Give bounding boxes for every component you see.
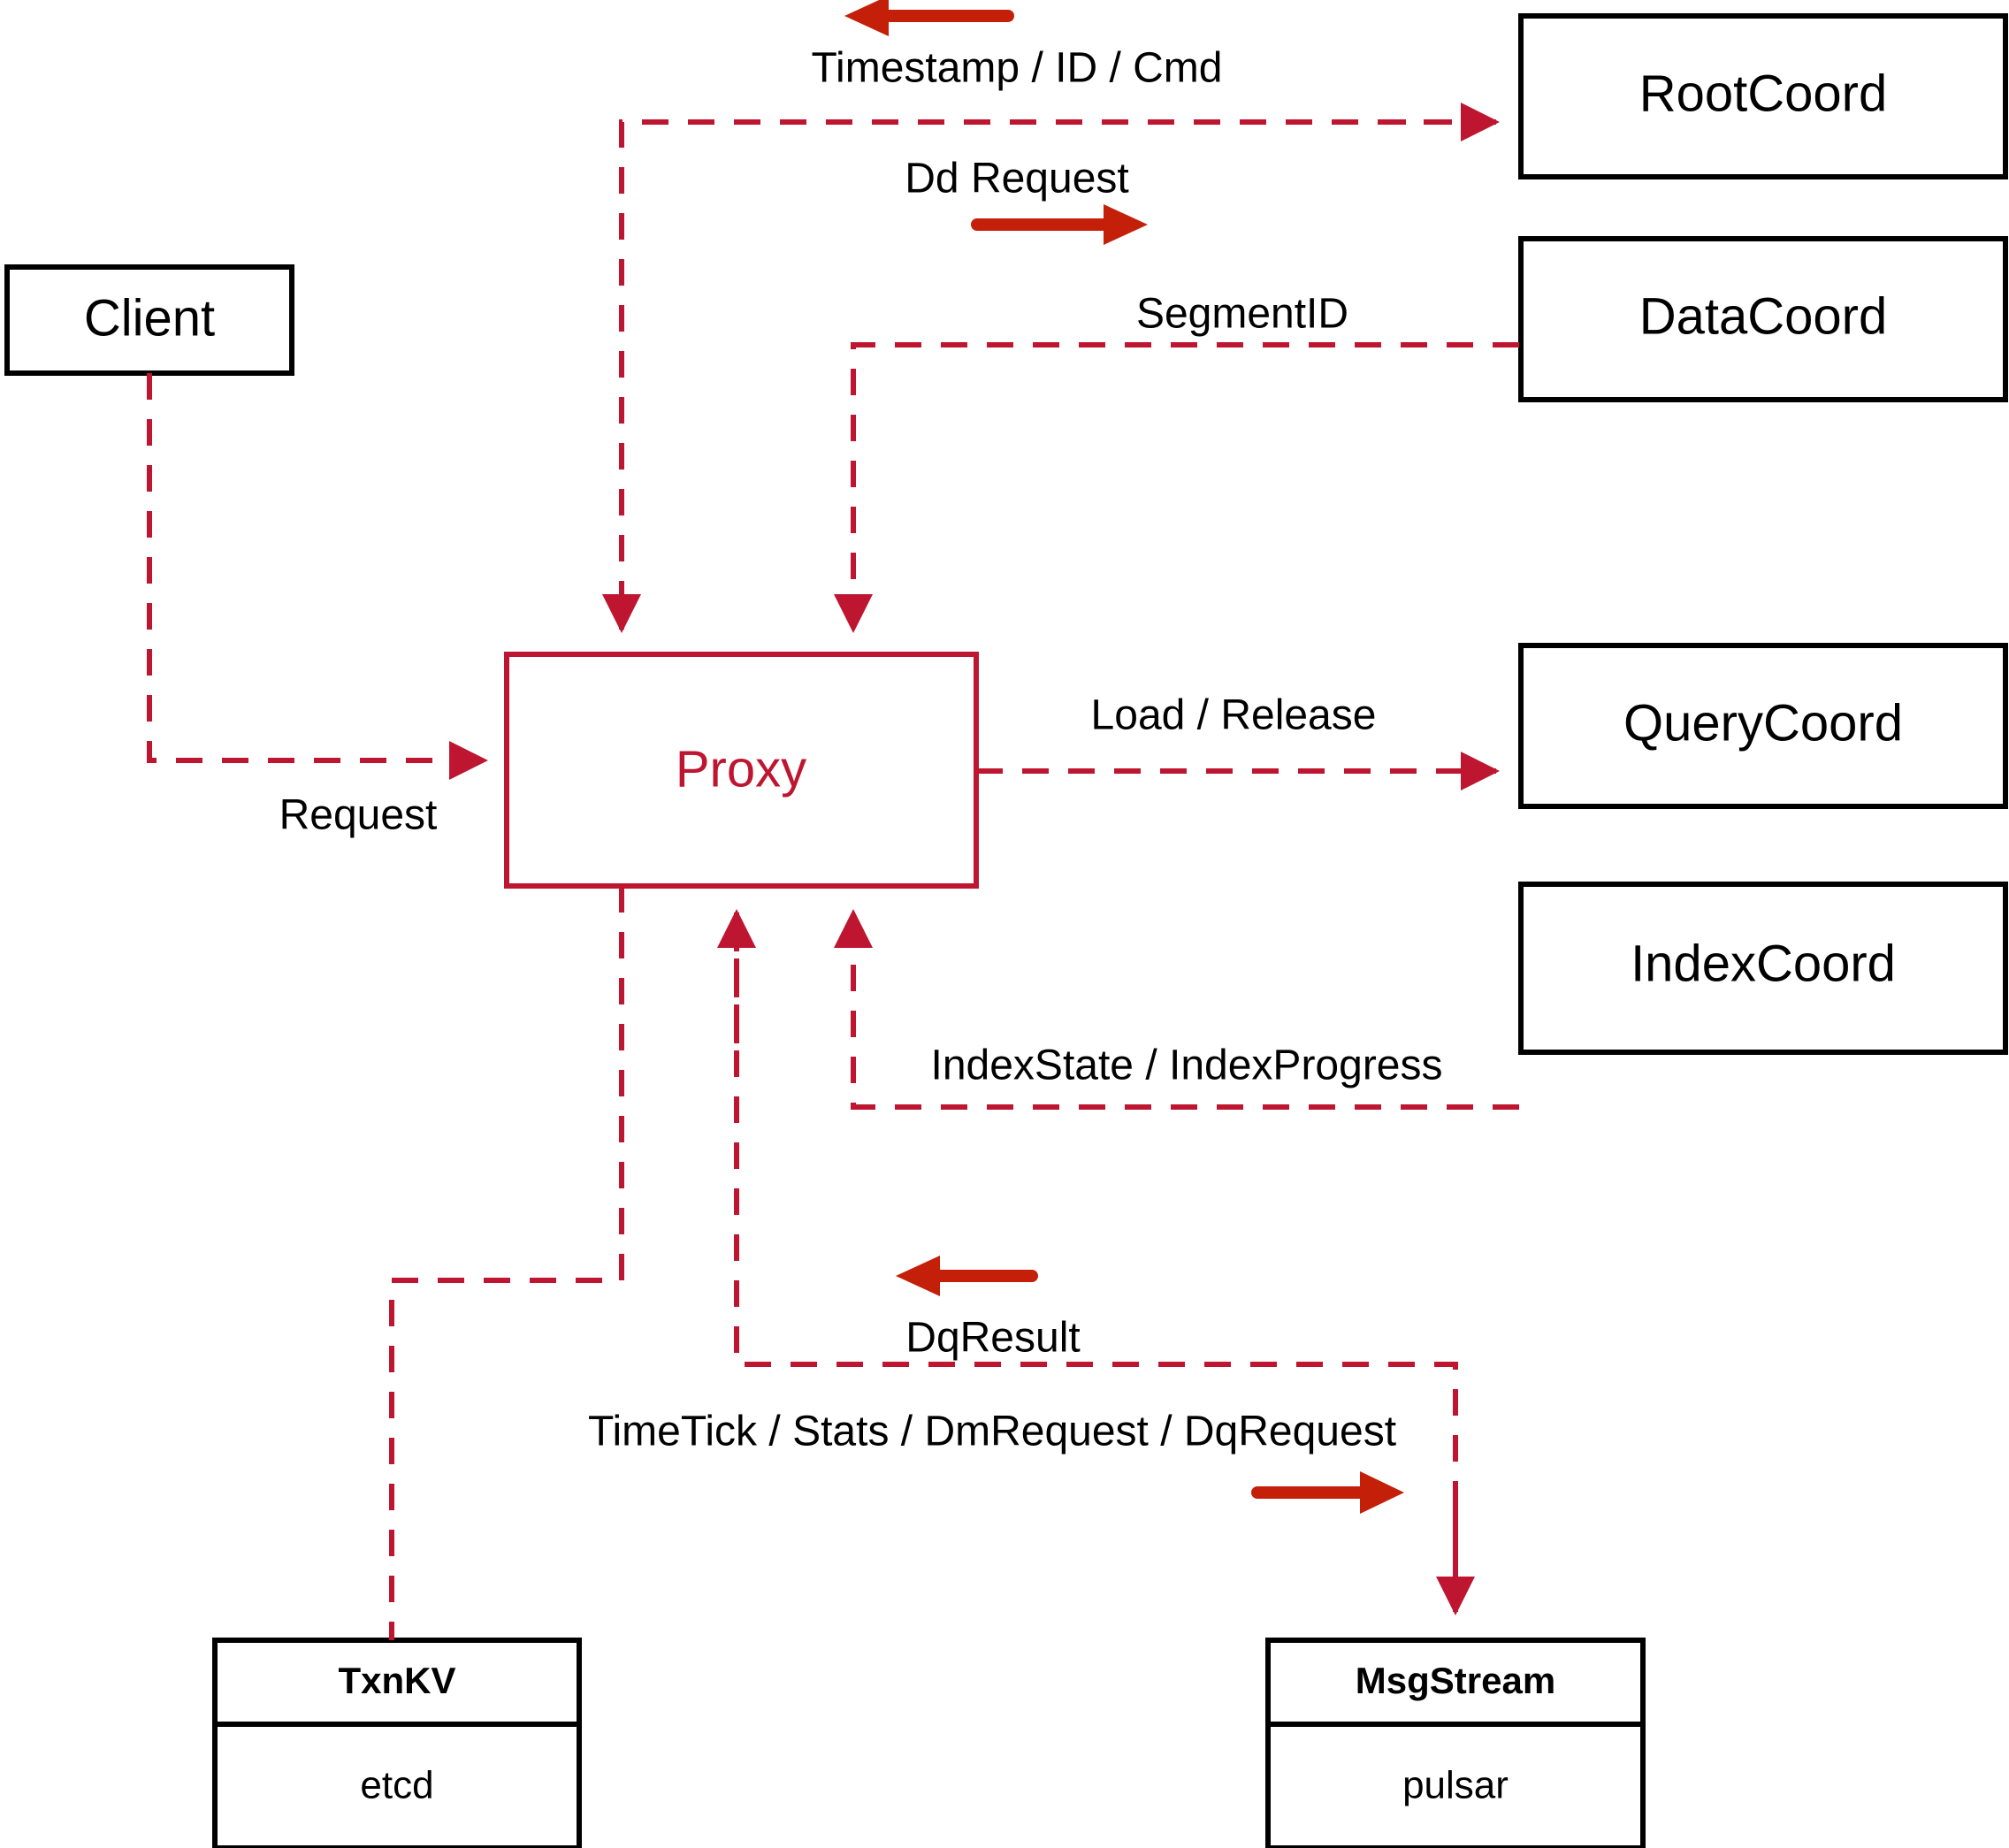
- node-txnkv[interactable]: TxnKV etcd: [212, 1638, 582, 1848]
- flow-proxy-rootcoord: [602, 119, 1496, 633]
- txnkv-title: TxnKV: [338, 1660, 455, 1701]
- txnkv-impl: etcd: [360, 1764, 433, 1807]
- flow-datacoord-to-proxy: [834, 342, 1519, 633]
- query-coord-box[interactable]: [1518, 643, 2008, 809]
- edge-label-request: Request: [279, 792, 438, 839]
- client-box[interactable]: [4, 264, 294, 376]
- query-coord-label: QueryCoord: [1623, 694, 1903, 752]
- edge-label-timetick-stats: TimeTick / Stats / DmRequest / DqRequest: [588, 1409, 1396, 1455]
- node-index-coord[interactable]: IndexCoord: [1518, 882, 2008, 1055]
- msgstream-box[interactable]: [1265, 1638, 1646, 1848]
- flow-proxy-to-txnkv: [389, 886, 624, 1640]
- data-coord-label: DataCoord: [1639, 287, 1887, 345]
- solid-arrow-timestamp-left: [844, 0, 1014, 36]
- flow-proxy-msgstream-down: [734, 913, 1458, 1612]
- root-coord-label: RootCoord: [1639, 65, 1887, 122]
- root-coord-box[interactable]: [1518, 13, 2008, 179]
- solid-arrow-dqresult-left: [896, 1256, 1038, 1296]
- data-coord-box[interactable]: [1518, 236, 2008, 402]
- txnkv-box[interactable]: [212, 1638, 582, 1848]
- edge-label-dq-result: DqResult: [905, 1315, 1080, 1362]
- edge-label-timestamp-id-cmd: Timestamp / ID / Cmd: [812, 45, 1223, 92]
- solid-arrow-timetick-right: [1251, 1471, 1404, 1514]
- node-root-coord[interactable]: RootCoord: [1518, 13, 2008, 179]
- proxy-box[interactable]: [504, 652, 979, 889]
- solid-arrow-dd-request-right: [971, 204, 1148, 245]
- flow-indexcoord-to-proxy: [834, 909, 1519, 1110]
- edge-label-dd-request: Dd Request: [905, 156, 1128, 202]
- msgstream-impl: pulsar: [1402, 1764, 1509, 1807]
- edge-label-load-release: Load / Release: [1091, 692, 1377, 739]
- node-client[interactable]: Client: [4, 264, 294, 376]
- node-query-coord[interactable]: QueryCoord: [1518, 643, 2008, 809]
- client-label: Client: [84, 289, 215, 347]
- edge-label-segment-id: SegmentID: [1136, 291, 1348, 338]
- index-coord-box[interactable]: [1518, 882, 2008, 1055]
- flow-client-to-proxy: [147, 373, 488, 780]
- index-coord-label: IndexCoord: [1631, 935, 1896, 992]
- proxy-label: Proxy: [676, 740, 806, 798]
- msgstream-title: MsgStream: [1356, 1660, 1555, 1701]
- node-data-coord[interactable]: DataCoord: [1518, 236, 2008, 402]
- edge-label-index-state-progress: IndexState / IndexProgress: [931, 1042, 1443, 1089]
- node-msgstream[interactable]: MsgStream pulsar: [1265, 1638, 1646, 1848]
- node-proxy[interactable]: Proxy: [504, 652, 979, 889]
